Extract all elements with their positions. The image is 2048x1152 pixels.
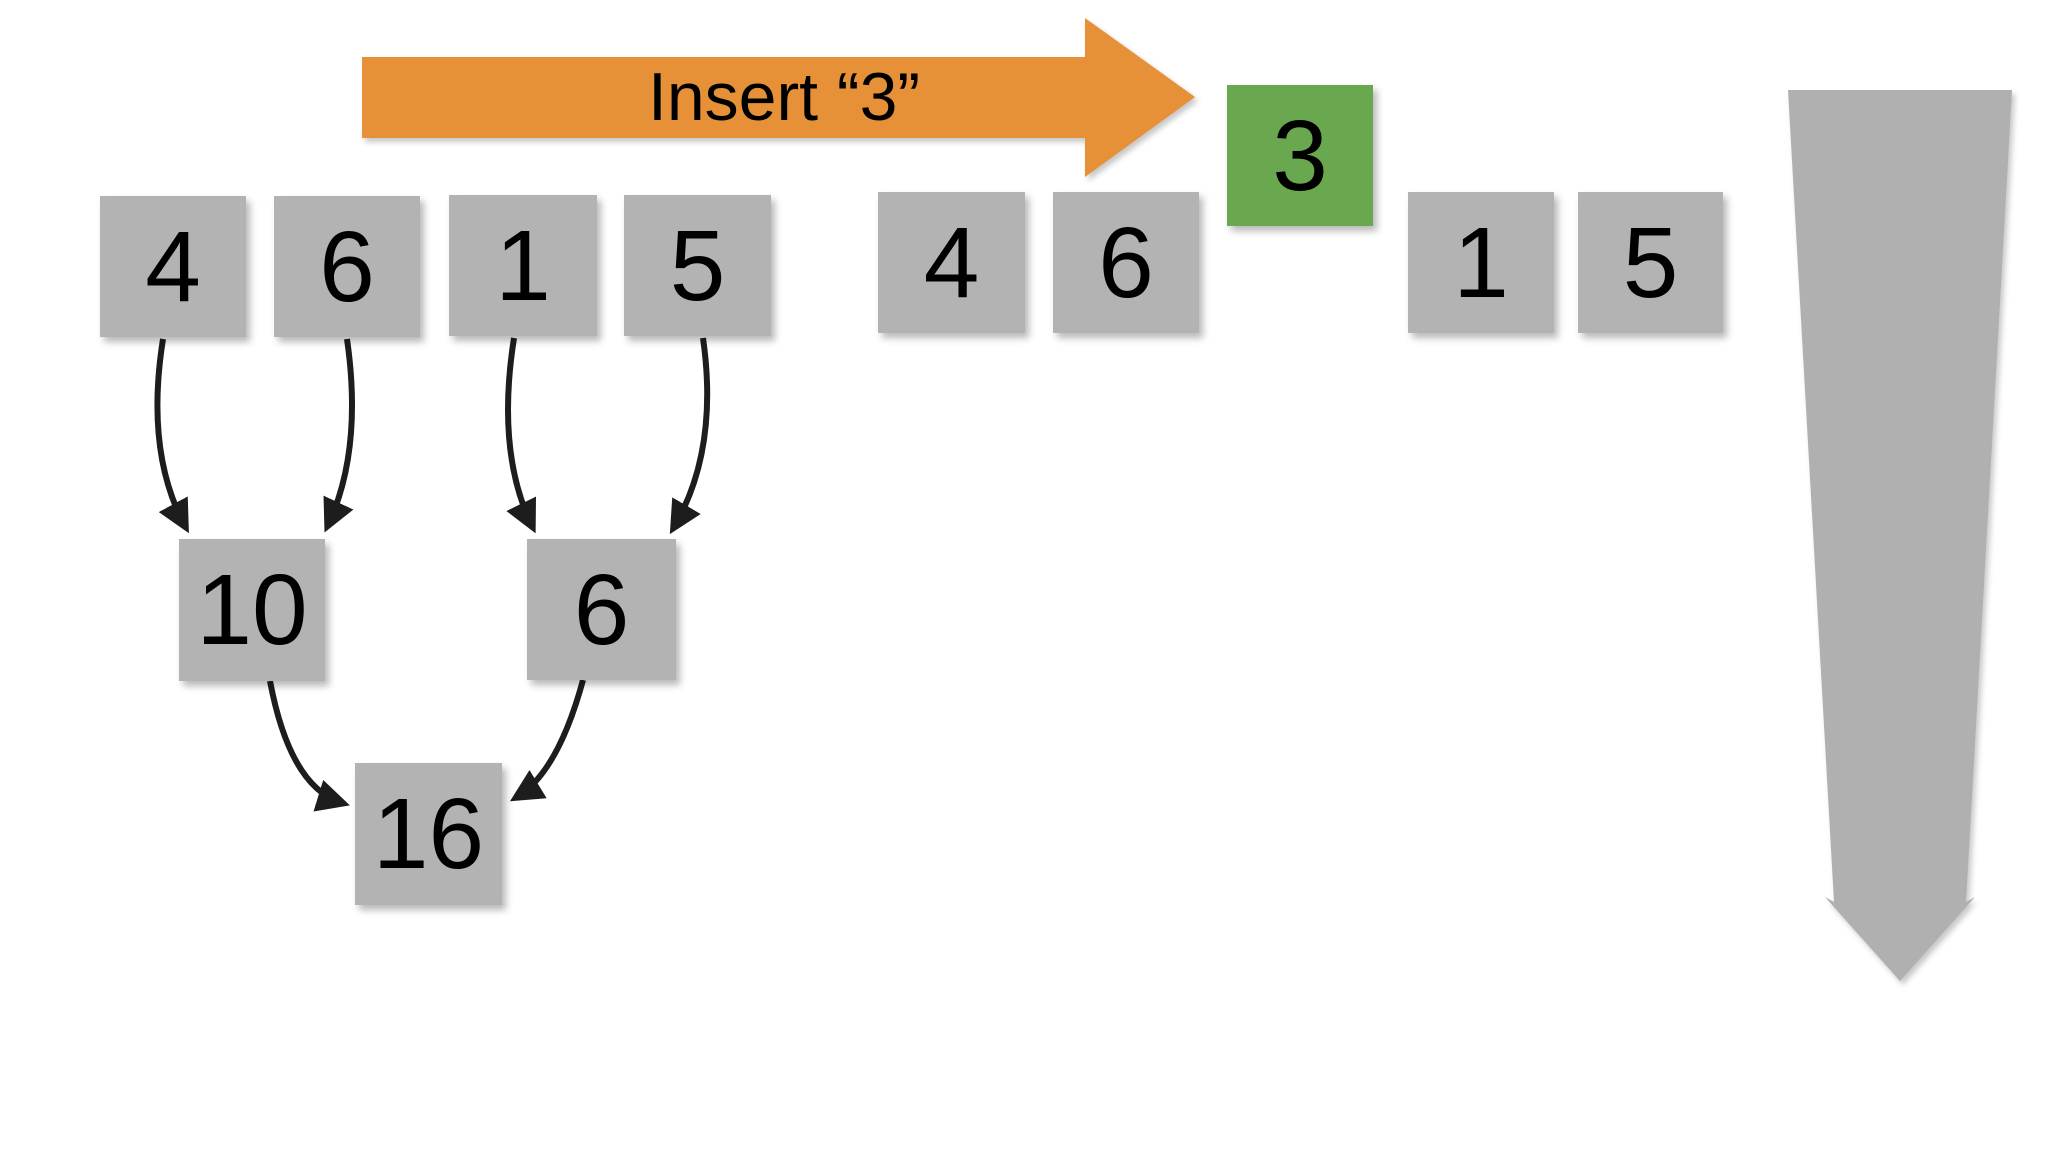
tree-leaf-box: 4 <box>100 196 246 337</box>
tree-root-box: 16 <box>355 763 502 905</box>
insert-arrow-label: Insert “3” <box>647 59 921 135</box>
array-cell-box: 6 <box>1053 192 1199 333</box>
tree-leaf-box: 5 <box>624 195 771 336</box>
down-arrow-icon <box>1788 90 2012 981</box>
inserted-value-box: 3 <box>1227 85 1373 226</box>
connector-6-to-16 <box>509 679 586 802</box>
tree-leaf-box: 1 <box>449 195 597 336</box>
array-cell-box: 4 <box>878 192 1025 333</box>
tree-leaf-box: 6 <box>274 196 420 337</box>
array-cell-box: 5 <box>1578 192 1723 333</box>
connector-1-to-6 <box>505 337 537 534</box>
connector-4-to-10 <box>154 338 189 534</box>
array-cell-box: 1 <box>1408 192 1554 333</box>
connector-10-to-16 <box>267 680 350 812</box>
insert-right-arrow-icon <box>362 18 1195 177</box>
connector-5-to-6 <box>669 337 711 535</box>
connector-6-to-10 <box>323 338 355 533</box>
tree-internal-box: 6 <box>527 539 676 680</box>
tree-internal-box: 10 <box>179 539 325 681</box>
